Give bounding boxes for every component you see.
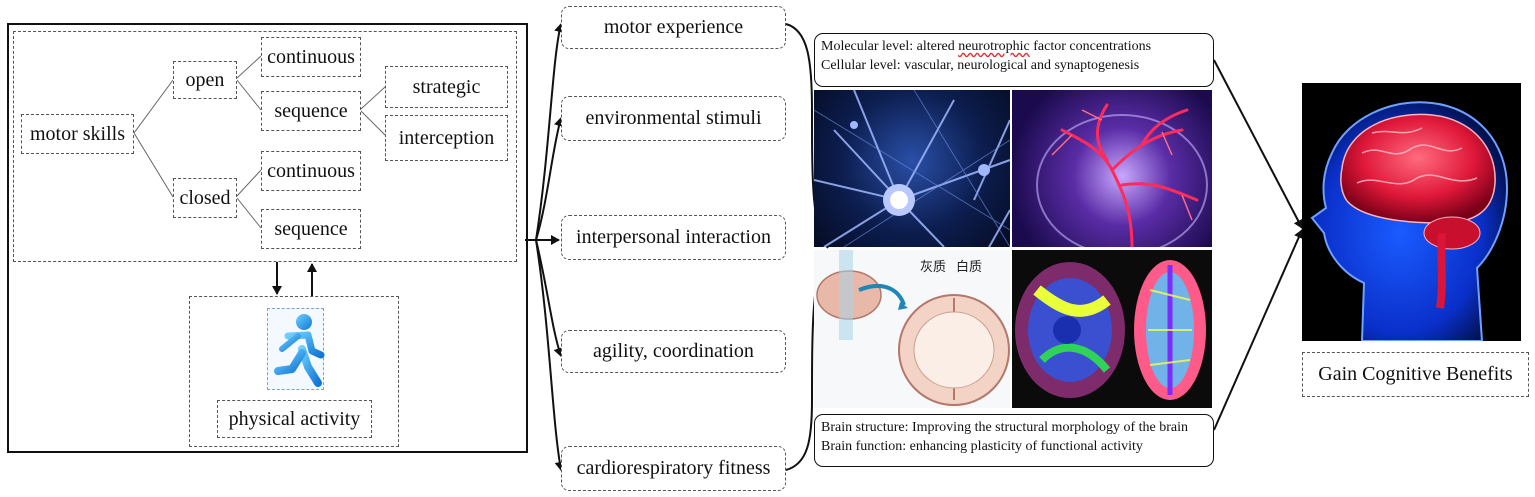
neuron-image	[814, 90, 1010, 247]
closed-node: closed	[173, 178, 237, 218]
factor-agility-coordination: agility, coordination	[561, 330, 786, 373]
physical-activity-label: physical activity	[217, 400, 372, 438]
gain-cognitive-benefits-label: Gain Cognitive Benefits	[1302, 352, 1529, 397]
arrow-to-head-bottom	[1213, 229, 1304, 431]
brain-structure-text: Brain structure: Improving the structura…	[821, 420, 1189, 435]
factor-motor-experience: motor experience	[561, 6, 786, 49]
closed-sequence-node: sequence	[261, 209, 361, 249]
tractography-image	[1012, 250, 1212, 408]
gray-matter-label: 灰质	[920, 260, 947, 275]
arrow-to-head-top	[1213, 59, 1303, 229]
factor-interpersonal-interaction: interpersonal interaction	[561, 215, 786, 260]
motor-skills-frame	[7, 23, 528, 453]
white-matter-label: 白质	[956, 260, 983, 275]
motor-skills-node: motor skills	[21, 114, 134, 154]
open-continuous-node: continuous	[261, 37, 361, 77]
factor-environmental-stimuli: environmental stimuli	[561, 96, 786, 141]
factor-arrows	[525, 23, 565, 471]
levels-box: Molecular level: altered neurotrophic fa…	[814, 33, 1214, 87]
running-person-icon	[267, 308, 325, 390]
closed-continuous-node: continuous	[261, 151, 361, 191]
factor-cardiorespiratory-fitness: cardiorespiratory fitness	[561, 446, 786, 491]
brain-vessels-image	[1012, 90, 1212, 247]
cellular-level-text: Cellular level: vascular, neurological a…	[821, 58, 1140, 73]
physical-activity-box	[189, 296, 399, 447]
gray-white-matter-image: 灰质 白质	[814, 250, 1010, 408]
molecular-level-text: Molecular level: altered neurotrophic fa…	[821, 39, 1152, 54]
interception-node: interception	[385, 115, 508, 161]
brain-effects-box: Brain structure: Improving the structura…	[814, 414, 1214, 467]
open-sequence-node: sequence	[261, 91, 361, 131]
open-node: open	[173, 61, 237, 99]
skills-tree-box	[13, 31, 517, 262]
glowing-head-image	[1302, 83, 1521, 341]
strategic-node: strategic	[385, 66, 508, 108]
brain-function-text: Brain function: enhancing plasticity of …	[821, 439, 1143, 454]
